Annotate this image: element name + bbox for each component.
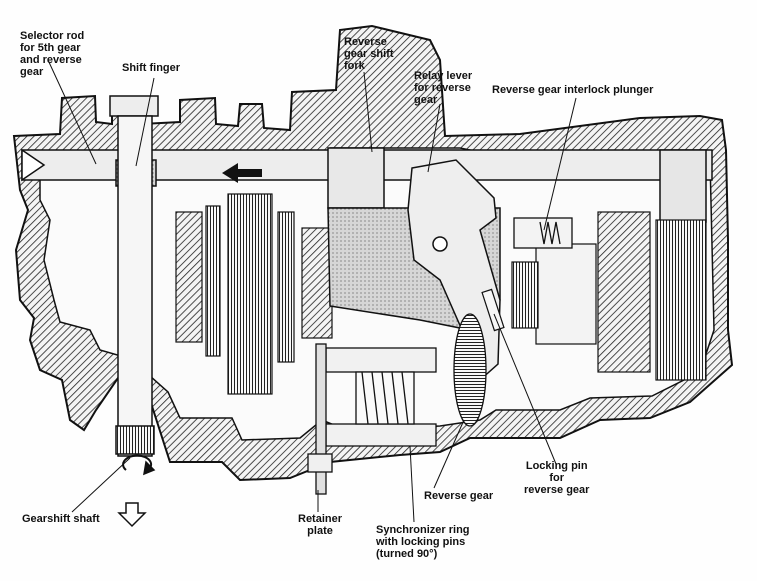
- label-selector-rod: Selector rod for 5th gear and reverse ge…: [20, 30, 85, 78]
- label-locking-pin: Locking pin for reverse gear: [524, 460, 590, 496]
- synchronizer-ring: [325, 347, 437, 447]
- gear-cluster-right: [511, 211, 707, 381]
- direction-arrow-icon: [222, 163, 262, 183]
- label-retainer-plate: Retainer plate: [298, 513, 343, 537]
- label-synchronizer-ring: Synchronizer ring with locking pins (tur…: [376, 524, 470, 560]
- reverse-gear: [453, 313, 487, 427]
- down-outline-arrow-icon: [117, 502, 147, 528]
- label-reverse-gear: Reverse gear: [424, 490, 494, 502]
- leader-lines: [47, 59, 577, 523]
- gearshift-shaft: [109, 95, 159, 476]
- reverse-gear-interlock-plunger: [513, 217, 573, 249]
- label-shift-finger: Shift finger: [122, 62, 181, 74]
- label-gearshift-shaft: Gearshift shaft: [22, 513, 100, 525]
- locking-pin-for-reverse-gear: [481, 288, 505, 332]
- label-reverse-gear-shift-fork: Reverse gear shift fork: [344, 36, 394, 72]
- label-relay-lever: Relay lever for reverse gear: [414, 70, 473, 106]
- retainer-plate: [307, 343, 333, 495]
- gear-cluster-left: [175, 193, 333, 395]
- label-interlock-plunger: Reverse gear interlock plunger: [492, 84, 654, 96]
